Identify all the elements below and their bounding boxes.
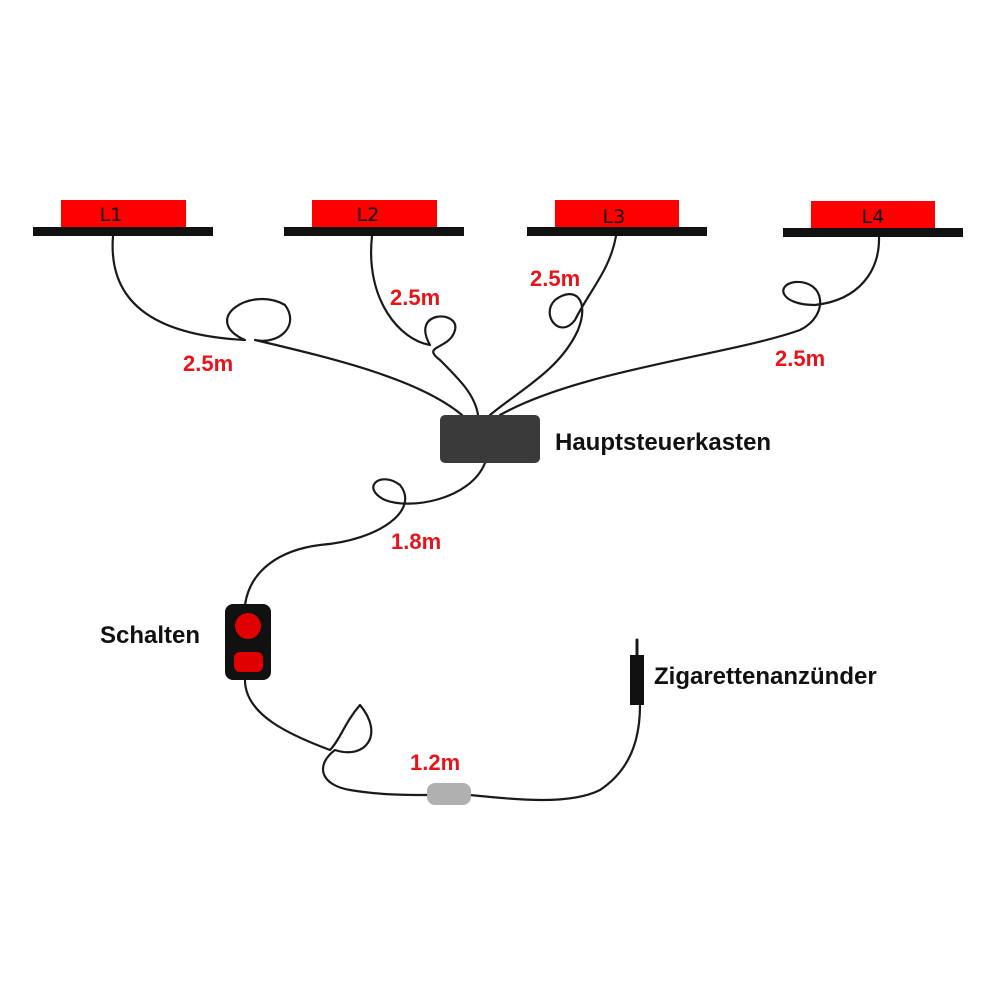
lamp-l1-lens [61,200,186,228]
wire-l4 [498,234,881,417]
lamp-l4-base [783,228,963,237]
lamp-l3-base [527,227,707,236]
switch [225,604,271,680]
wire-control-to-switch [243,461,487,607]
length-label-l2: 2.5m [390,285,440,310]
switch-button-round [235,613,261,639]
lamp-l4-label: L4 [862,206,885,228]
wire-connector-to-plug [468,703,642,802]
wire-switch-to-connector [243,678,430,797]
length-label-l1: 2.5m [183,351,233,376]
inline-connector [427,783,471,805]
length-label-switch-to-plug: 1.2m [410,750,460,775]
lamp-l2-label: L2 [357,204,380,226]
lamp-l4: L4 [783,201,963,237]
length-label-l3: 2.5m [530,266,580,291]
lamp-l2: L2 [284,200,464,236]
switch-button-square [234,652,263,672]
switch-label: Schalten [100,622,200,649]
wires [111,234,881,802]
lamp-l3-label: L3 [603,206,626,228]
control-box [440,415,540,463]
plug-label: Zigarettenanzünder [654,663,877,690]
wire-l3 [488,234,618,417]
length-label-l4: 2.5m [775,346,825,371]
lamp-l1-base [33,227,213,236]
length-label-control-to-switch: 1.8m [391,529,441,554]
lamp-l3: L3 [527,200,707,236]
wire-l2 [370,234,480,417]
lamp-l2-base [284,227,464,236]
lamp-l1-label: L1 [100,204,123,226]
cable-length-labels: 2.5m 2.5m 2.5m 2.5m 1.8m 1.2m [183,266,825,775]
control-box-label: Hauptsteuerkasten [555,429,771,456]
lamp-l4-lens [811,201,935,229]
lamp-l2-lens [312,200,437,228]
lamp-l1: L1 [33,200,213,236]
wire-l1 [111,234,464,417]
cigarette-plug-body [630,655,644,705]
cigarette-plug [630,655,644,705]
lamp-l3-lens [555,200,679,228]
